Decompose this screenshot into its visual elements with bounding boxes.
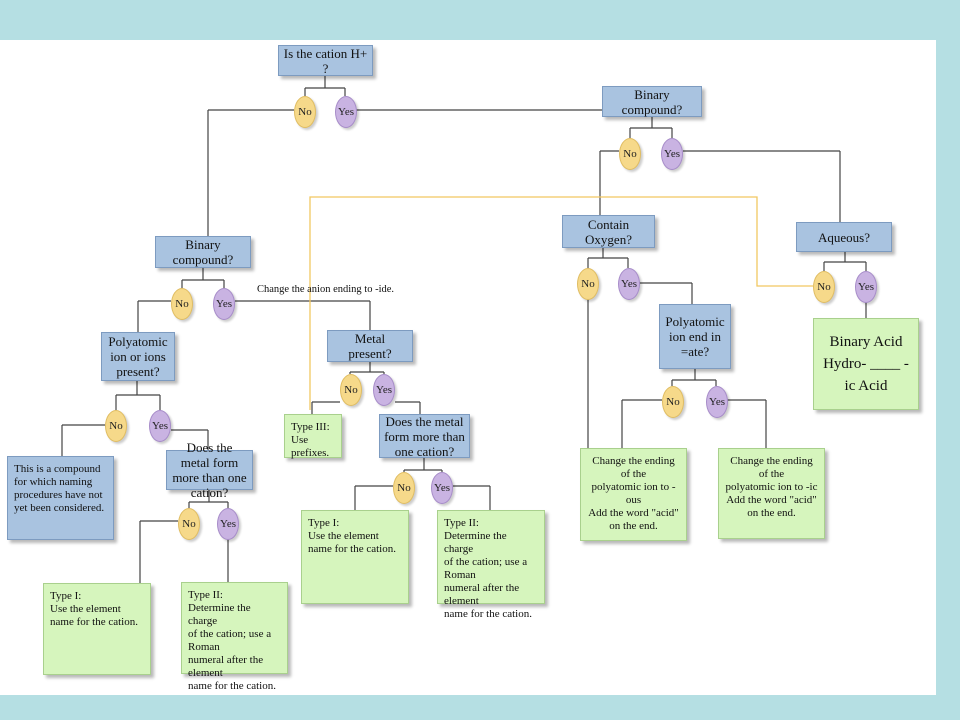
yes-oval-polyatomic: Yes <box>149 410 171 442</box>
yes-oval-cation: Yes <box>335 96 357 128</box>
yes-oval-aqueous: Yes <box>855 271 877 303</box>
yes-oval-metal-form-left: Yes <box>217 508 239 540</box>
binary-acid-box: Binary Acid Hydro- ____ - ic Acid <box>813 318 919 410</box>
ous-acid-box: Change the ending of the polyatomic ion … <box>580 448 687 541</box>
ic-acid-box: Change the ending of the polyatomic ion … <box>718 448 825 539</box>
no-oval-binary-right: No <box>619 138 641 170</box>
yes-oval-oxygen: Yes <box>618 268 640 300</box>
no-oval-metal-present: No <box>340 374 362 406</box>
no-oval-polyatomic: No <box>105 410 127 442</box>
metal-multiple-cations-question-left: Does the metal form more than one cation… <box>166 440 253 500</box>
type-i-box-mid: Type I: Use the element name for the cat… <box>301 510 409 604</box>
cation-h-question: Is the cation H+ ? <box>278 45 373 76</box>
no-oval-ate: No <box>662 386 684 418</box>
yes-oval-binary-left: Yes <box>213 288 235 320</box>
binary-compound-question-left: Binary compound? <box>155 236 251 268</box>
binary-acid-rule: Hydro- ____ - ic Acid <box>823 356 909 394</box>
metal-present-question: Metal present? <box>327 330 413 362</box>
yes-oval-ate: Yes <box>706 386 728 418</box>
type-i-box-left: Type I: Use the element name for the cat… <box>43 583 151 675</box>
no-oval-oxygen: No <box>577 268 599 300</box>
binary-compound-question-right: Binary compound? <box>602 86 702 117</box>
binary-acid-title: Binary Acid <box>829 334 903 350</box>
yes-oval-binary-right: Yes <box>661 138 683 170</box>
metal-multiple-cations-question-mid: Does the metal form more than one cation… <box>379 414 470 459</box>
yes-oval-metal-present: Yes <box>373 374 395 406</box>
no-oval-aqueous: No <box>813 271 835 303</box>
polyatomic-ion-question: Polyatomic ion or ions present? <box>101 332 175 381</box>
no-oval-metal-form-mid: No <box>393 472 415 504</box>
not-yet-considered-box: This is a compound for which naming proc… <box>7 456 114 540</box>
aqueous-question: Aqueous? <box>796 222 892 252</box>
no-oval-cation: No <box>294 96 316 128</box>
type-iii-box: Type III: Use prefixes. <box>284 414 342 459</box>
no-oval-binary-left: No <box>171 288 193 320</box>
anion-ide-note: Change the anion ending to -ide. <box>257 284 395 295</box>
type-ii-box-left: Type II: Determine the charge of the cat… <box>181 582 288 692</box>
no-oval-metal-form-left: No <box>178 508 200 540</box>
type-ii-box-mid: Type II: Determine the charge of the cat… <box>437 510 545 620</box>
ate-ending-question: Polyatomic ion end in =ate? <box>659 304 731 369</box>
contain-oxygen-question: Contain Oxygen? <box>562 215 655 248</box>
yes-oval-metal-form-mid: Yes <box>431 472 453 504</box>
